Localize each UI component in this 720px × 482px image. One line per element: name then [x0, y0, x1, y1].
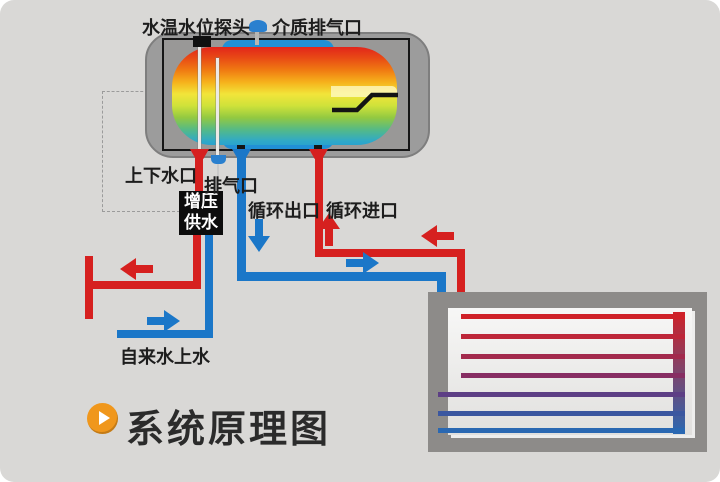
collector-tube-5 — [438, 392, 685, 397]
flow-tap-water-in-arrow — [147, 310, 180, 332]
pipe-branch-tee — [85, 256, 93, 319]
pipe-booster-out-vertical — [193, 232, 201, 289]
collector-tube-1 — [461, 314, 685, 319]
booster-label-line2: 供水 — [184, 213, 218, 233]
flow-to-collector-arrow — [346, 252, 379, 274]
vent-valve-stem — [255, 31, 259, 45]
collector-tube-4 — [461, 373, 685, 378]
booster-supply-box: 增压 供水 — [179, 191, 223, 235]
flow-from-collector-arrow — [421, 225, 454, 247]
probe-rod-right — [216, 58, 219, 157]
vent-port-stub — [211, 155, 226, 164]
pipe-tap-vertical — [205, 232, 213, 338]
label-circulation-out: 循环出口 — [248, 201, 320, 222]
level-indicator-step-line — [332, 92, 398, 113]
tank-port-stub-right — [314, 143, 322, 151]
collector-tube-2 — [461, 334, 685, 339]
pipe-tap-horizontal — [117, 330, 213, 338]
label-updown-port: 上下水口 — [125, 166, 197, 187]
label-medium-vent: 介质排气口 — [272, 18, 362, 39]
flow-circulation-out-arrow — [248, 219, 270, 252]
vent-valve-icon — [249, 20, 267, 32]
sensor-wire-bottom — [102, 211, 180, 212]
sensor-wire-top — [102, 91, 148, 92]
collector-tube-7 — [438, 428, 685, 433]
label-probe: 水温水位探头 — [142, 18, 250, 39]
flow-circulation-in-arrow — [318, 213, 340, 246]
pipe-circulation-out-vertical — [237, 149, 246, 281]
page-title: 系统原理图 — [126, 407, 332, 451]
pipe-circulation-out-horizontal — [237, 272, 446, 281]
play-triangle-icon — [99, 411, 110, 425]
sensor-wire-vertical — [102, 91, 103, 212]
pipe-circulation-in-horizontal — [315, 249, 465, 257]
label-tap-water: 自来水上水 — [120, 347, 210, 368]
pipe-circulation-in-vertical — [315, 149, 323, 257]
pipe-branch-horizontal — [86, 281, 201, 289]
flow-branch-out-arrow — [120, 258, 153, 280]
label-vent-port: 排气口 — [204, 176, 258, 197]
collector-tube-3 — [461, 354, 685, 359]
probe-head-box — [193, 36, 211, 47]
label-circulation-in: 循环进口 — [326, 201, 398, 222]
tank-port-stub-left — [237, 143, 245, 151]
probe-rod-left — [198, 47, 201, 150]
vent-port-line — [217, 164, 219, 179]
collector-tube-6 — [438, 411, 685, 416]
play-icon — [87, 403, 118, 434]
booster-label-line1: 增压 — [184, 192, 218, 212]
water-level-highlight — [331, 86, 397, 97]
